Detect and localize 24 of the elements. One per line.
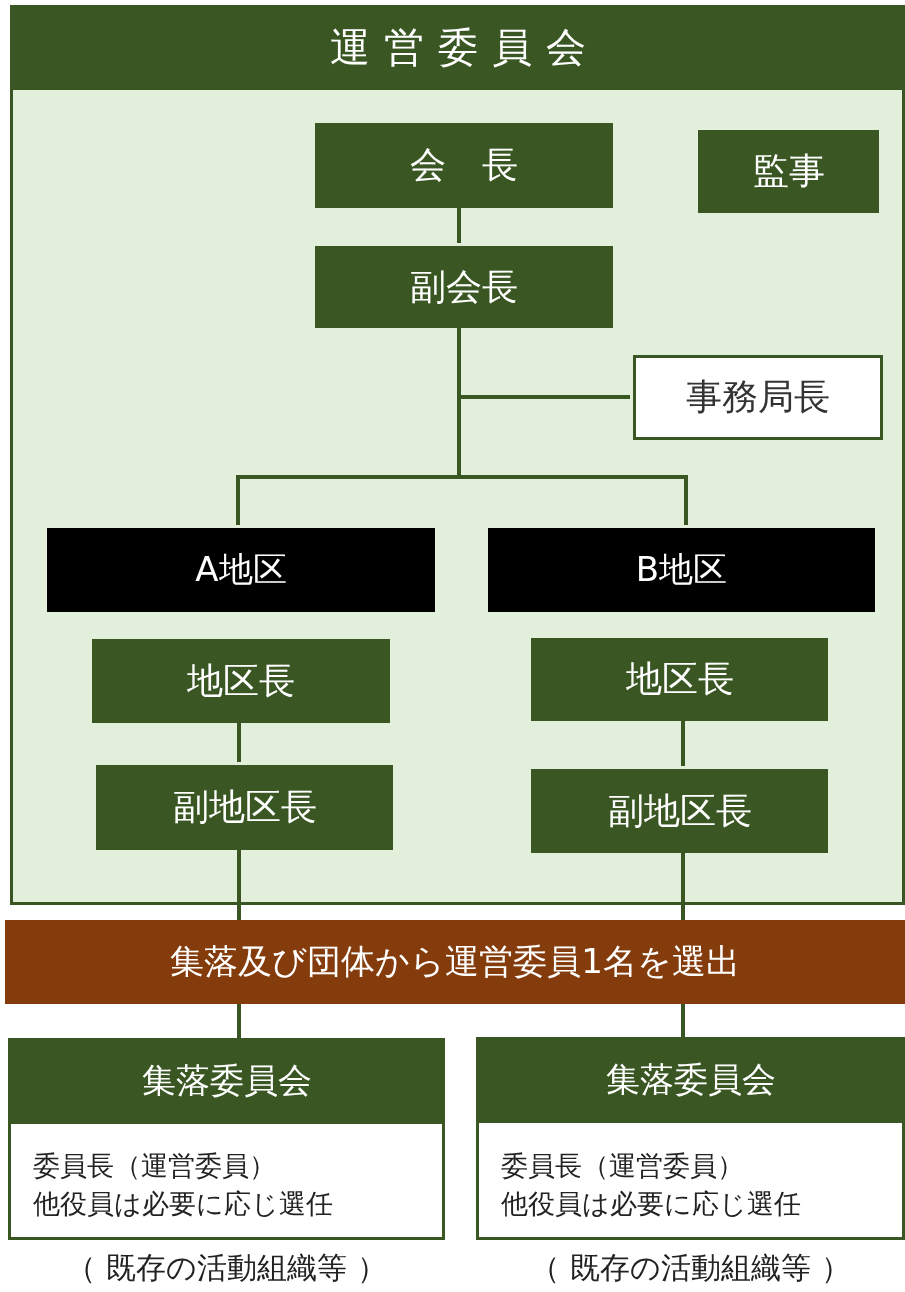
body-text: 他役員は必要に応じ選任 bbox=[33, 1187, 333, 1221]
committee-header: 集落委員会 bbox=[8, 1038, 445, 1124]
role-box: 事務局長 bbox=[633, 355, 883, 440]
role-box: 地区長 bbox=[92, 639, 390, 723]
district-box: A地区 bbox=[47, 528, 435, 612]
district-box: B地区 bbox=[488, 528, 875, 612]
note-text: （ 既存の活動組織等 ） bbox=[65, 1249, 388, 1287]
body-text: 他役員は必要に応じ選任 bbox=[501, 1187, 801, 1221]
committee-header: 集落委員会 bbox=[476, 1037, 905, 1123]
selection-banner: 集落及び団体から運営委員1名を選出 bbox=[5, 920, 905, 1004]
connector-line bbox=[681, 1004, 685, 1037]
role-box: 副地区長 bbox=[531, 769, 828, 853]
role-box: 会 長 bbox=[315, 123, 613, 208]
committee-box bbox=[476, 1037, 905, 1240]
role-box: 地区長 bbox=[531, 638, 828, 721]
role-box: 監事 bbox=[698, 130, 879, 213]
panel-header: 運営委員会 bbox=[10, 5, 905, 90]
note-text: （ 既存の活動組織等 ） bbox=[529, 1249, 852, 1287]
connector-line bbox=[237, 1004, 241, 1038]
body-text: 委員長（運営委員） bbox=[501, 1149, 744, 1183]
role-box: 副会長 bbox=[315, 246, 613, 328]
role-box: 副地区長 bbox=[96, 765, 393, 850]
body-text: 委員長（運営委員） bbox=[33, 1149, 276, 1183]
committee-box bbox=[8, 1038, 445, 1240]
